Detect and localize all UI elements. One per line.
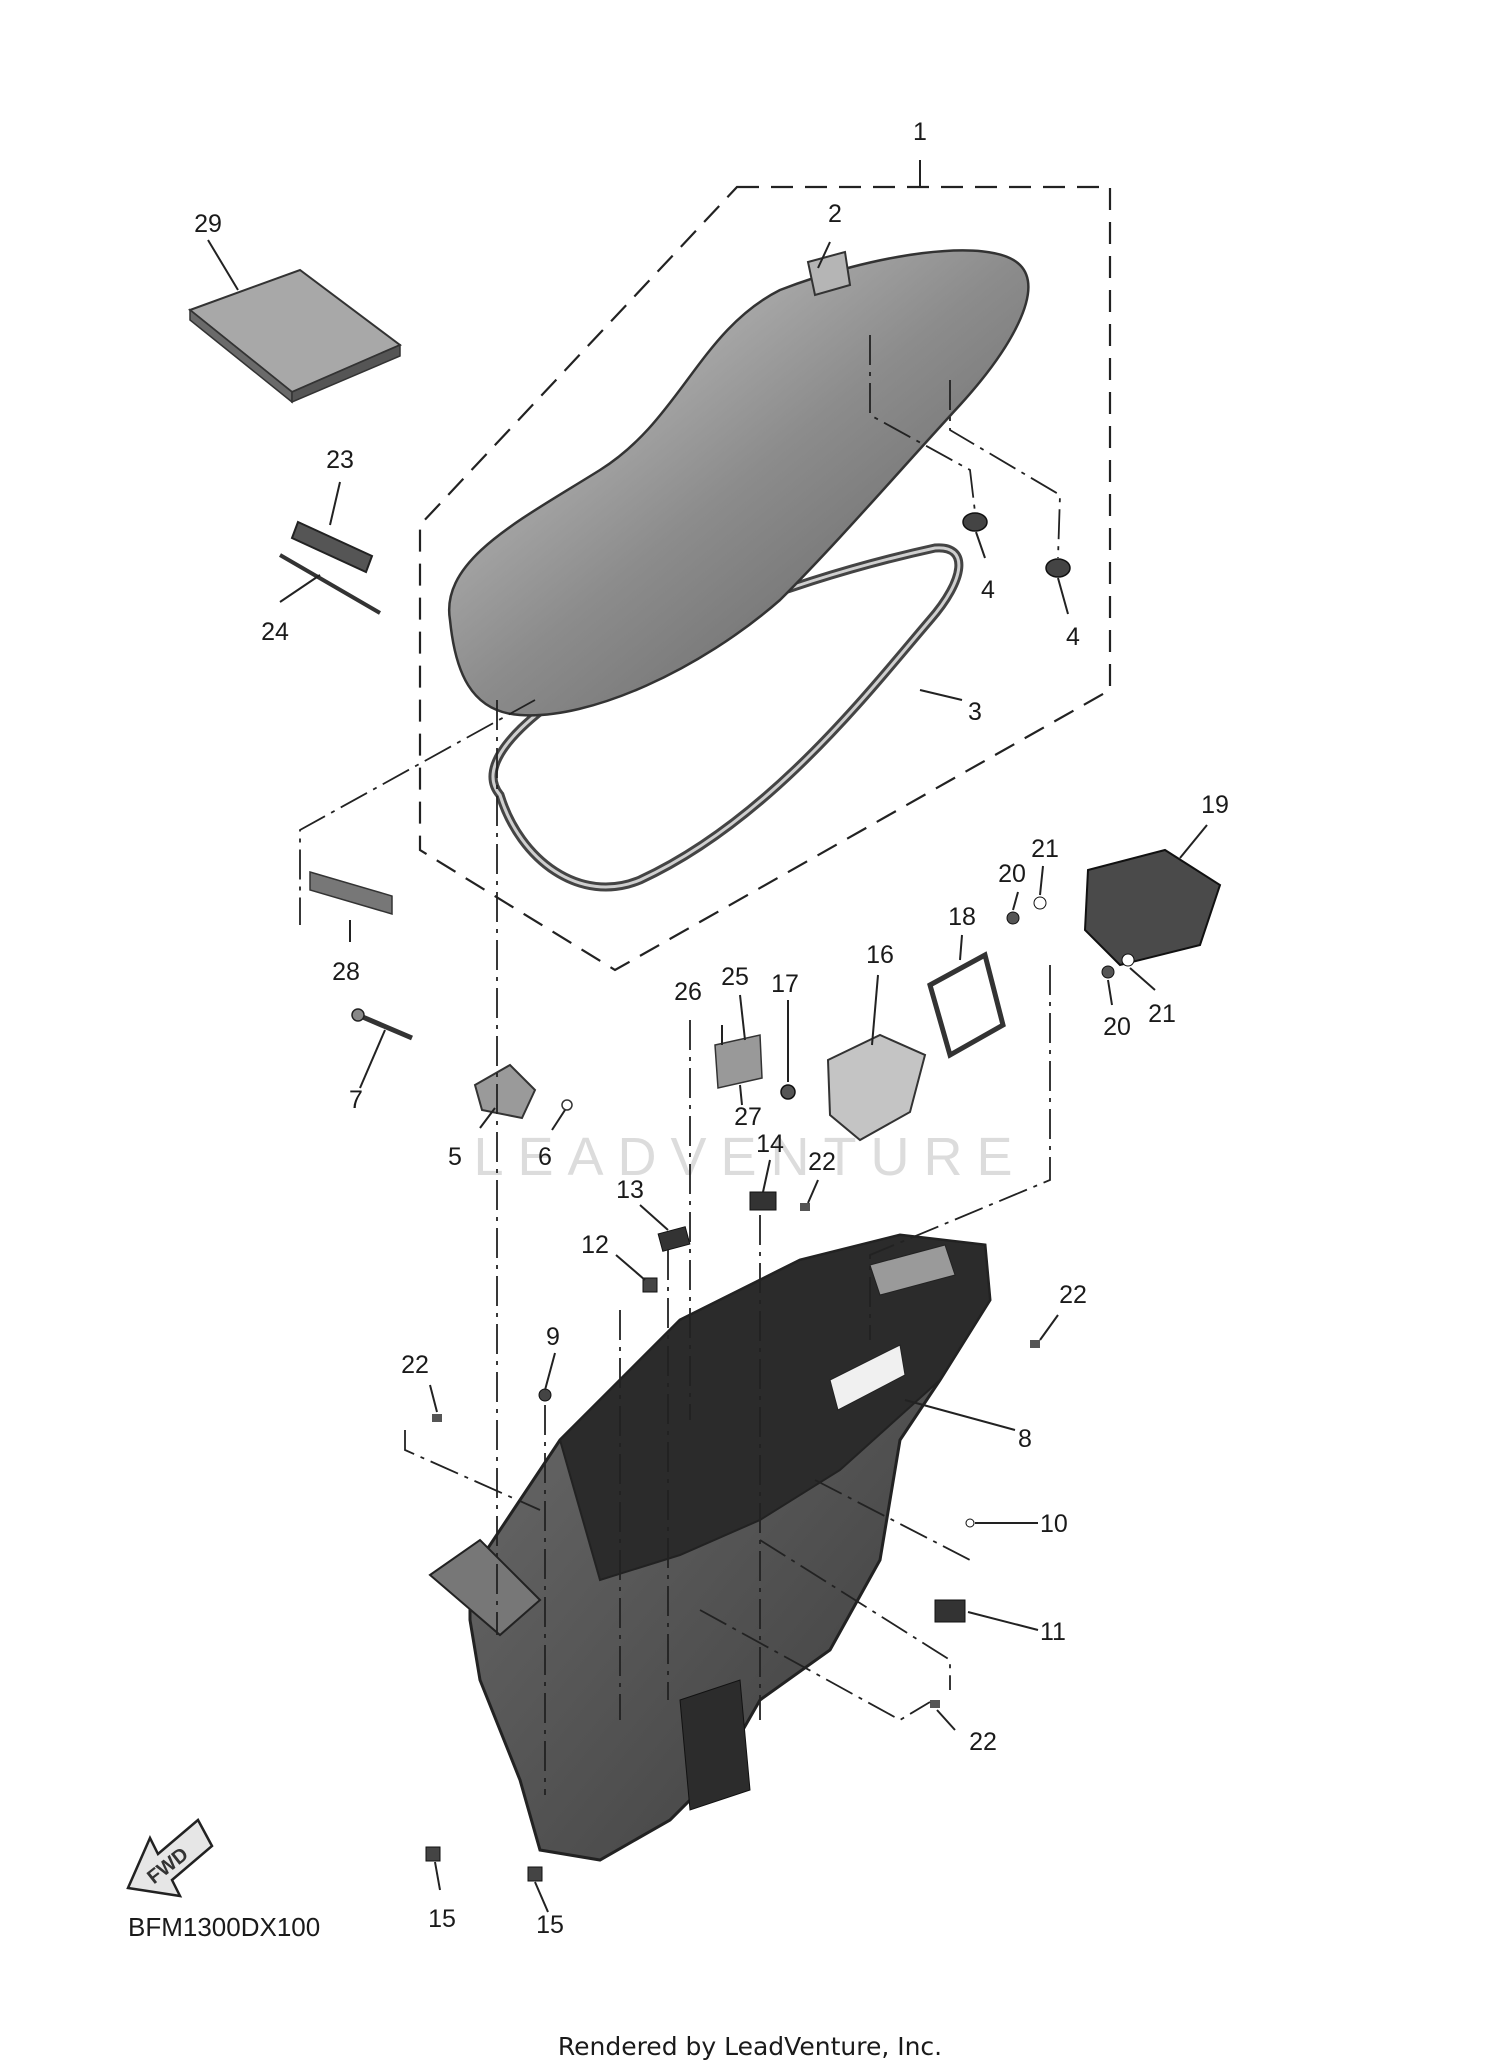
storage-box [428, 1233, 992, 1862]
fwd-arrow-icon: FWD [126, 1818, 214, 1898]
seat-assembly-outline [418, 185, 1112, 972]
callout-25: 25 [721, 963, 749, 991]
bolt-21a [1033, 896, 1047, 910]
callout-22a: 22 [808, 1148, 836, 1176]
callout-28: 28 [332, 958, 360, 986]
callout-27: 27 [734, 1103, 762, 1131]
hinge-pin [561, 1099, 573, 1111]
clip-22d [930, 1700, 940, 1708]
callout-10: 10 [1040, 1510, 1068, 1538]
damper-left [962, 512, 988, 532]
cover-16 [826, 1033, 927, 1142]
callout-23: 23 [326, 446, 354, 474]
callout-6: 6 [538, 1143, 552, 1171]
callout-11: 11 [1040, 1618, 1066, 1646]
callout-21a: 21 [1031, 835, 1059, 863]
callout-24: 24 [261, 618, 289, 646]
callout-4b: 4 [1066, 623, 1080, 651]
callout-17: 17 [771, 970, 799, 998]
gasket-18 [927, 951, 1006, 1059]
seat-catch [806, 250, 852, 297]
bolt-17 [780, 1084, 796, 1100]
callout-5: 5 [448, 1143, 462, 1171]
clip-11 [934, 1599, 966, 1623]
callout-8: 8 [1018, 1425, 1032, 1453]
callout-7: 7 [349, 1086, 363, 1114]
clip-12 [642, 1277, 658, 1293]
callout-20b: 20 [1103, 1013, 1131, 1041]
callout-20a: 20 [998, 860, 1026, 888]
callout-18: 18 [948, 903, 976, 931]
warning-label [309, 870, 393, 916]
tool-rod [278, 553, 382, 615]
clip-22c [432, 1414, 442, 1422]
seat [447, 249, 1030, 717]
clip-14 [749, 1191, 777, 1211]
callout-29: 29 [194, 210, 222, 238]
callout-22c: 22 [401, 1351, 429, 1379]
callout-1: 1 [913, 118, 927, 146]
callout-16: 16 [866, 941, 894, 969]
grommet-15b [527, 1866, 543, 1882]
callout-15b: 15 [536, 1911, 564, 1939]
clip-10 [965, 1518, 975, 1528]
callout-2: 2 [828, 200, 842, 228]
grommet-15a [425, 1846, 441, 1862]
callout-9: 9 [546, 1323, 560, 1351]
callout-26: 26 [674, 978, 702, 1006]
callout-22b: 22 [1059, 1281, 1087, 1309]
damper-right [1045, 558, 1071, 578]
hinge-bracket [473, 1063, 537, 1120]
callout-19: 19 [1201, 791, 1229, 819]
callout-3: 3 [968, 698, 982, 726]
callout-14: 14 [756, 1130, 784, 1158]
footer-credit: Rendered by LeadVenture, Inc. [558, 2032, 942, 2061]
callout-22d: 22 [969, 1728, 997, 1756]
callout-12: 12 [581, 1231, 609, 1259]
clip-22b [1030, 1340, 1040, 1348]
watermark: LEADVENTURE [473, 1127, 1026, 1187]
callout-15a: 15 [428, 1905, 456, 1933]
ecu-19 [1083, 848, 1222, 967]
callout-13: 13 [616, 1176, 644, 1204]
bolt-20b [1101, 965, 1115, 979]
callout-21b: 21 [1148, 1000, 1176, 1028]
bolt-20a [1006, 911, 1020, 925]
hinge-bolt [351, 1008, 413, 1041]
clip-13 [657, 1226, 691, 1252]
owner-manual [187, 268, 402, 404]
callout-4a: 4 [981, 576, 995, 604]
grommet-9 [538, 1388, 552, 1402]
bolt-21b [1121, 953, 1135, 967]
tool-handle [290, 520, 374, 574]
diagram-code: BFM1300DX100 [128, 1912, 320, 1942]
clip-22a [800, 1203, 810, 1211]
